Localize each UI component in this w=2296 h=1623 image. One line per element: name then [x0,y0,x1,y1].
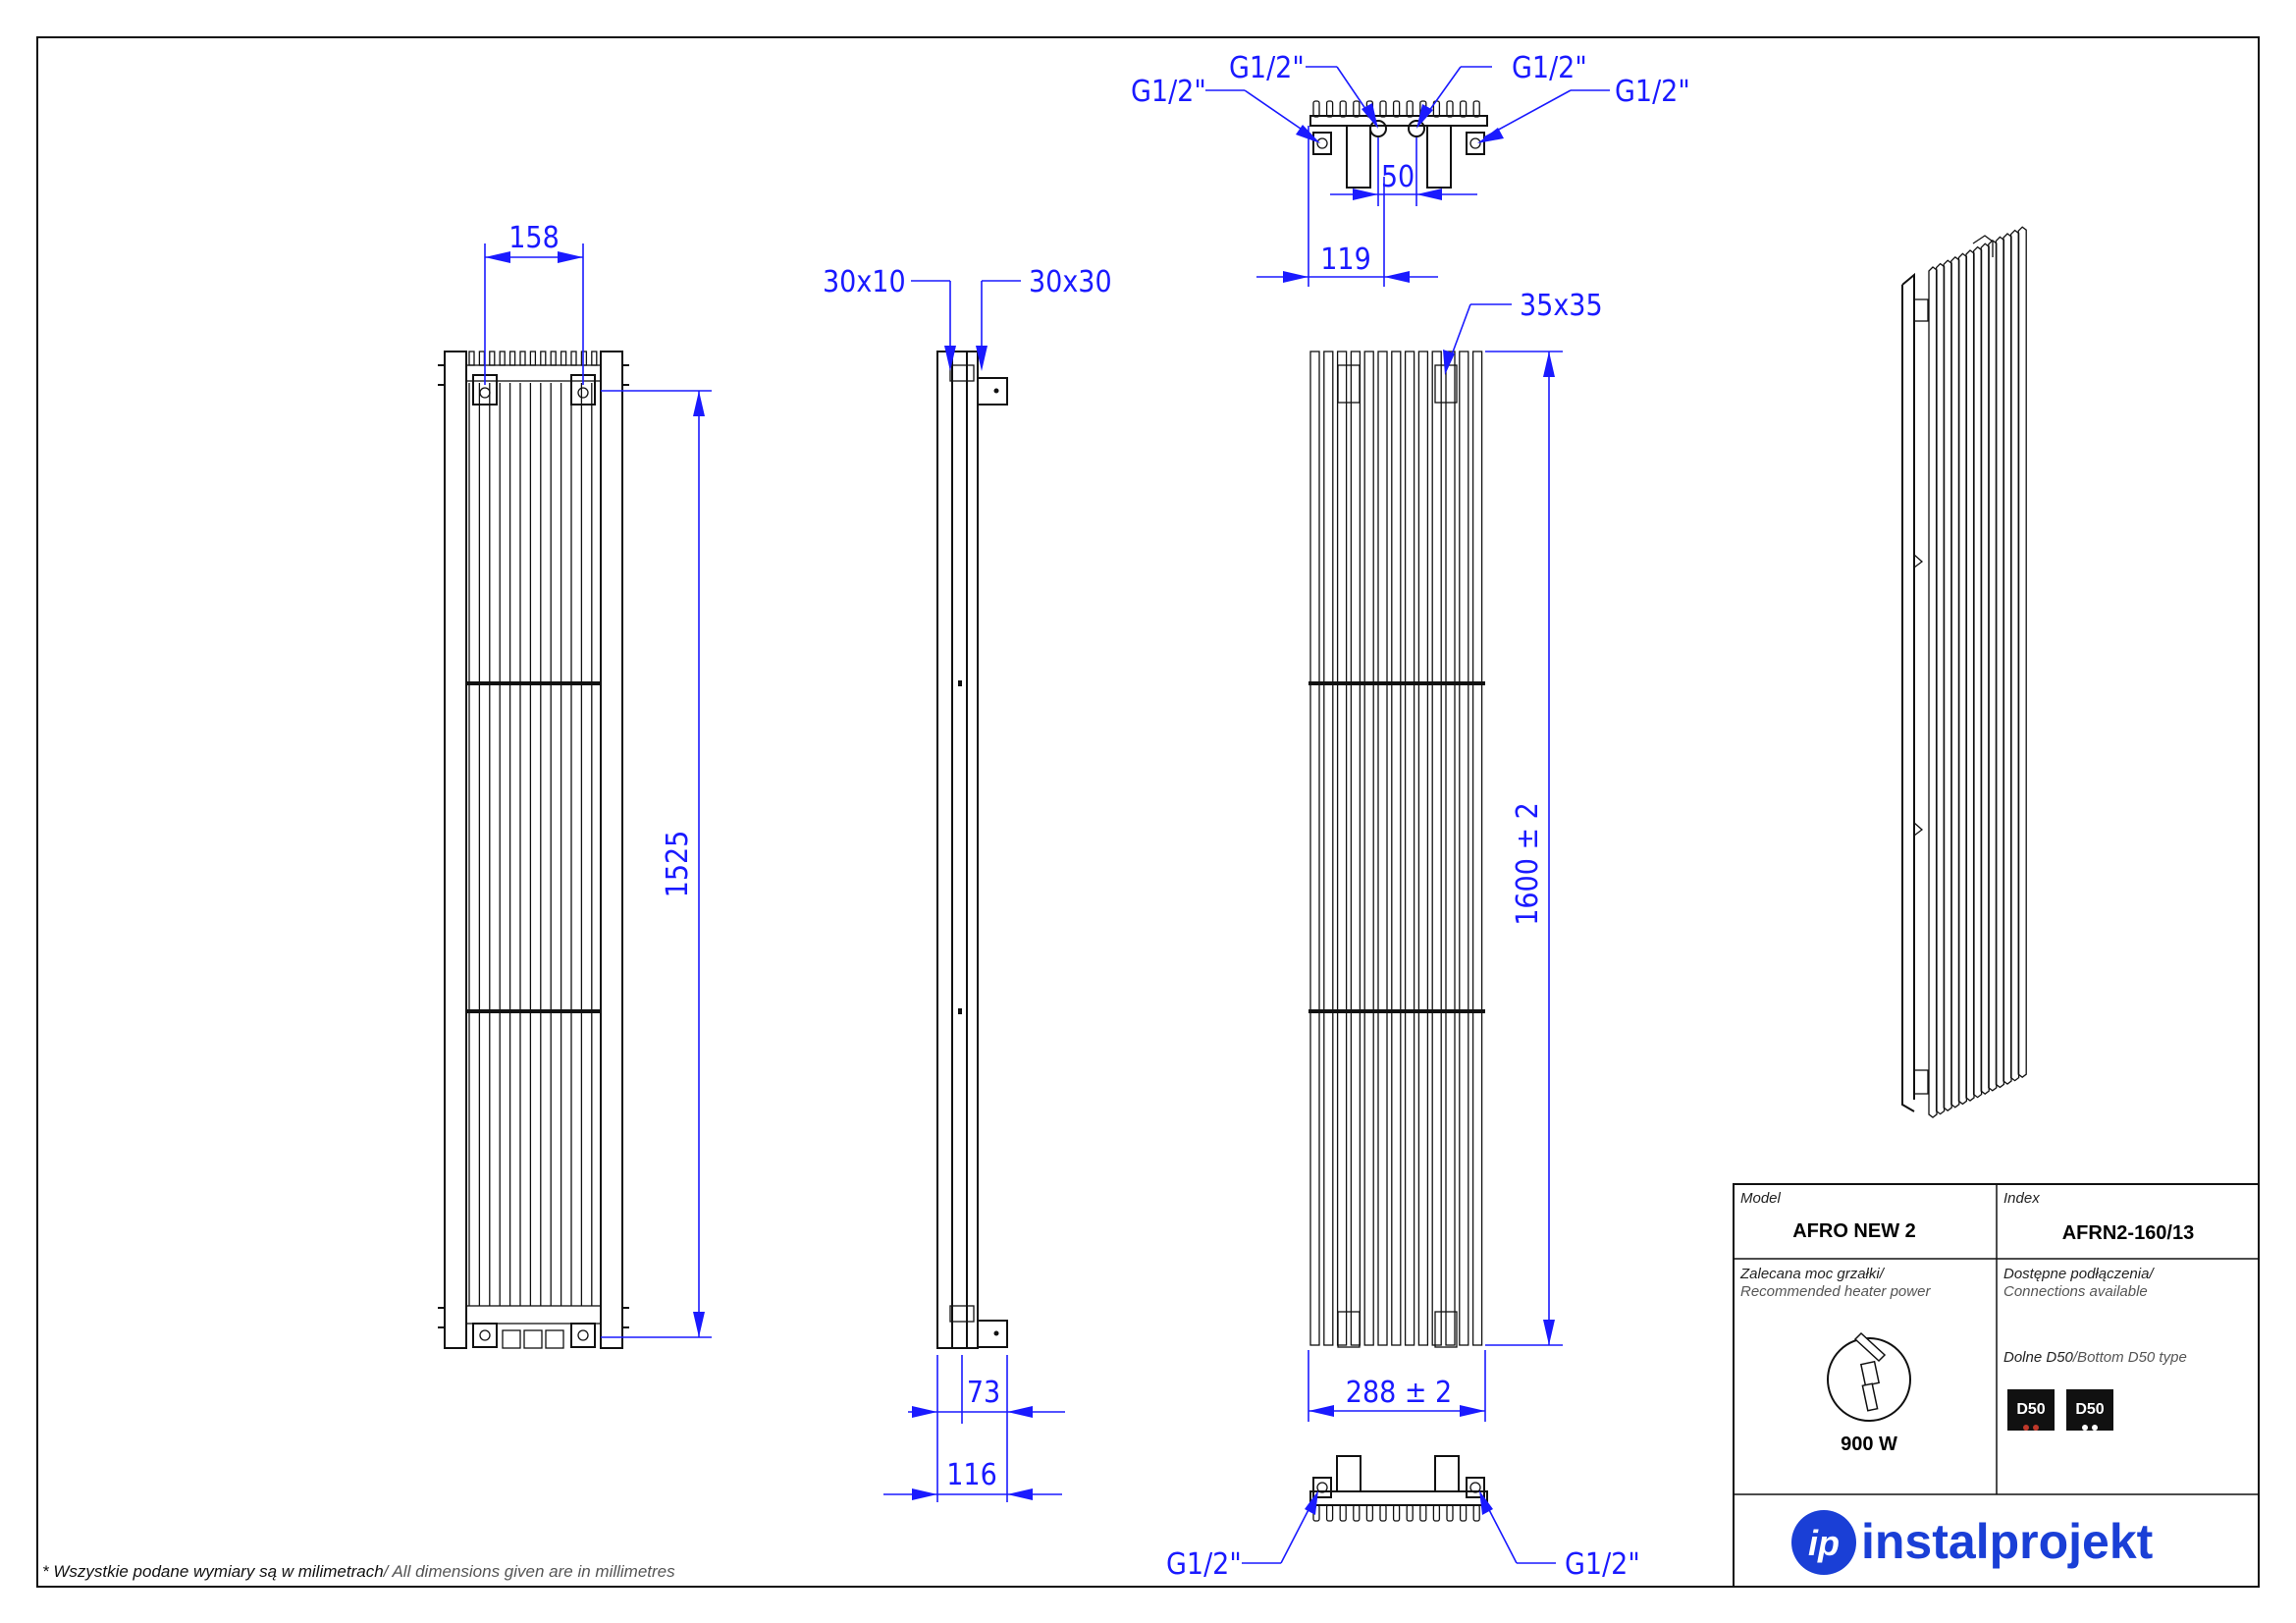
rear-height-label: 1600 ± 2 [1511,802,1545,926]
side-view [936,351,1008,1349]
index-value: AFRN2-160/13 [2062,1222,2195,1244]
top-left-outer-callout: G1/2" [1131,75,1320,143]
top-left-inner-callout: G1/2" [1229,51,1378,129]
rear-width-dimension: 288 ± 2 [1308,1350,1486,1422]
rear-tube-label: 35x35 [1520,289,1603,323]
front-height-label: 1525 [661,831,695,898]
front-width-dimension: 158 [484,221,584,385]
rear-height-dimension: 1600 ± 2 [1485,351,1563,1346]
heater-label-pl: Zalecana moc grzałki/ [1739,1266,1886,1282]
rear-tube-callout: 35x35 [1443,289,1603,375]
side-top-left-label: 30x10 [823,265,906,299]
connection-badge-2: D50 [2066,1389,2113,1431]
bottom-left-callout: G1/2" [1166,1490,1318,1582]
badge-2-label: D50 [2075,1401,2104,1418]
title-block: Model AFRO NEW 2 Index AFRN2-160/13 Zale… [1733,1183,2260,1588]
side-top-left-callout: 30x10 [823,265,956,371]
bottom-right-callout: G1/2" [1479,1490,1640,1582]
connection-type: Dolne D50/Bottom D50 type [2003,1349,2187,1366]
side-top-right-label: 30x30 [1029,265,1112,299]
isometric-view [1901,226,2027,1118]
front-view [438,351,629,1349]
side-depth-116-label: 116 [946,1458,997,1492]
connections-label-en: Connections available [2003,1283,2148,1300]
side-depth-73-label: 73 [967,1376,1000,1410]
top-spacing-119-label: 119 [1320,243,1371,277]
badge-1-label: D50 [2016,1401,2045,1418]
footnote-pl: * Wszystkie podane wymiary są w milimetr… [42,1562,384,1581]
front-height-dimension: 1525 [601,390,712,1338]
heater-label-en: Recommended heater power [1740,1283,1931,1300]
footnote-en: / All dimensions given are in millimetre… [383,1562,675,1581]
top-left-outer-label: G1/2" [1131,75,1206,109]
model-value: AFRO NEW 2 [1792,1220,1916,1242]
bottom-right-label: G1/2" [1565,1547,1640,1582]
side-depth-dimension-73: 73 [908,1355,1065,1502]
top-right-inner-callout: G1/2" [1416,51,1587,129]
footnote: * Wszystkie podane wymiary są w milimetr… [42,1562,675,1581]
side-depth-dimension-116: 116 [883,1458,1062,1500]
front-width-label: 158 [508,221,560,255]
side-top-right-callout: 30x30 [976,265,1112,371]
index-label: Index [2003,1190,2040,1207]
heater-value: 900 W [1841,1434,1897,1455]
connection-type-pl: Dolne D50 [2003,1349,2074,1366]
sheet-border [36,36,2260,1588]
bottom-left-label: G1/2" [1166,1547,1242,1582]
brand-logo: ip instalprojekt [1791,1510,2154,1575]
brand-mark-icon [1791,1510,1856,1575]
top-left-inner-label: G1/2" [1229,51,1305,85]
brand-name: instalprojekt [1861,1514,2154,1569]
rear-width-label: 288 ± 2 [1346,1376,1452,1410]
top-plan-view [1309,100,1488,189]
brand-mark: ip [1808,1523,1840,1563]
connection-type-en: /Bottom D50 type [2072,1349,2187,1366]
top-spacing-50-label: 50 [1381,160,1415,194]
bottom-view [1309,1455,1488,1522]
model-label: Model [1740,1190,1782,1207]
top-right-outer-label: G1/2" [1615,75,1690,109]
top-right-inner-label: G1/2" [1512,51,1587,85]
top-right-outer-callout: G1/2" [1477,75,1690,143]
connection-badge-1: D50 [2007,1389,2055,1431]
heater-icon [1827,1331,1911,1422]
connections-label-pl: Dostępne podłączenia/ [2003,1266,2155,1282]
top-spacing-dimensions: 50 119 [1256,126,1477,287]
rear-view [1308,351,1485,1348]
